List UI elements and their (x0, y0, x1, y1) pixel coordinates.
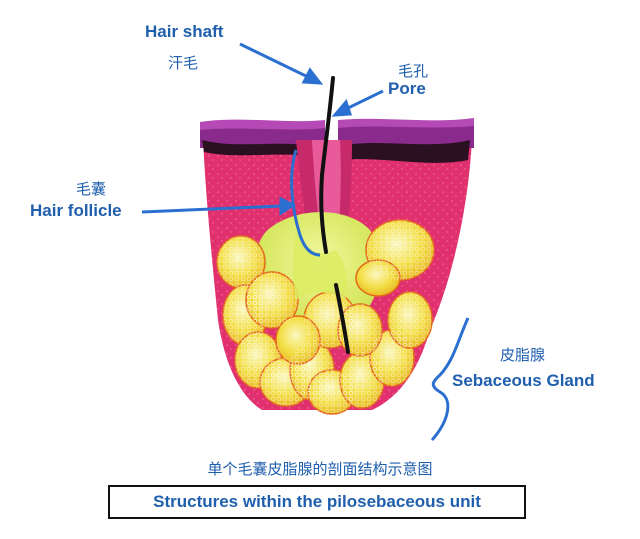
gland-bracket (430, 317, 470, 441)
hair-follicle-label: Hair follicle (30, 201, 122, 220)
sebaceous-gland-label-cn: 皮脂腺 (500, 346, 546, 364)
sebaceous-gland-label: Sebaceous Gland (452, 371, 595, 390)
caption-english: Structures within the pilosebaceous unit (153, 492, 481, 511)
pointer-arrows (141, 42, 384, 216)
hair-shaft (319, 76, 350, 354)
pore-arrow (343, 89, 384, 112)
pore-label-cn: 毛孔 (398, 62, 429, 80)
hair-shaft-arrow (239, 42, 311, 80)
epidermis (200, 118, 474, 163)
follicle-outline (290, 149, 321, 257)
hair-shaft-label-cn: 汗毛 (168, 54, 199, 72)
hair-shaft-label: Hair shaft (145, 22, 224, 41)
hair-follicle-arrow (141, 204, 283, 214)
sebaceous-gland (216, 212, 435, 415)
hair-follicle-label-cn: 毛囊 (76, 180, 107, 198)
caption-box: Structures within the pilosebaceous unit (108, 485, 526, 519)
caption-chinese: 单个毛囊皮脂腺的剖面结构示意图 (207, 460, 433, 478)
pore-label: Pore (388, 79, 426, 98)
